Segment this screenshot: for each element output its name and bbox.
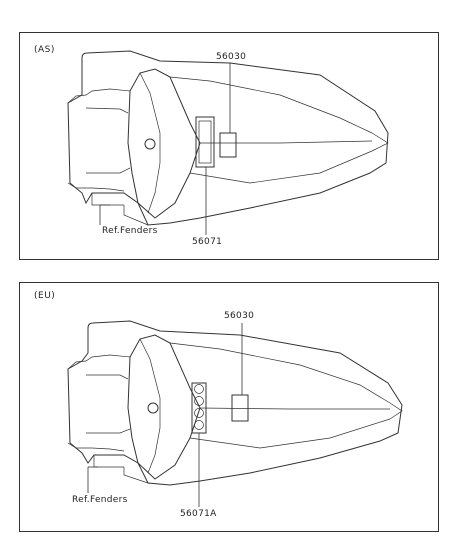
diagram-panel-as: (AS) 56030 56071 Ref.Fenders	[19, 32, 439, 260]
region-label: (AS)	[34, 45, 55, 55]
callout-part-bottom: 56071	[192, 237, 223, 247]
rear-fender-drawing	[67, 320, 403, 507]
callout-reference: Ref.Fenders	[102, 226, 158, 236]
callout-reference: Ref.Fenders	[72, 495, 128, 505]
callout-part-top: 56030	[224, 311, 255, 321]
region-label: (EU)	[34, 291, 56, 301]
rear-fender-drawing	[67, 50, 389, 235]
callout-part-top: 56030	[216, 52, 247, 62]
callout-part-bottom: 56071A	[180, 509, 217, 519]
diagram-panel-eu: (EU) 56030 56071A Ref.Fenders	[19, 282, 439, 532]
